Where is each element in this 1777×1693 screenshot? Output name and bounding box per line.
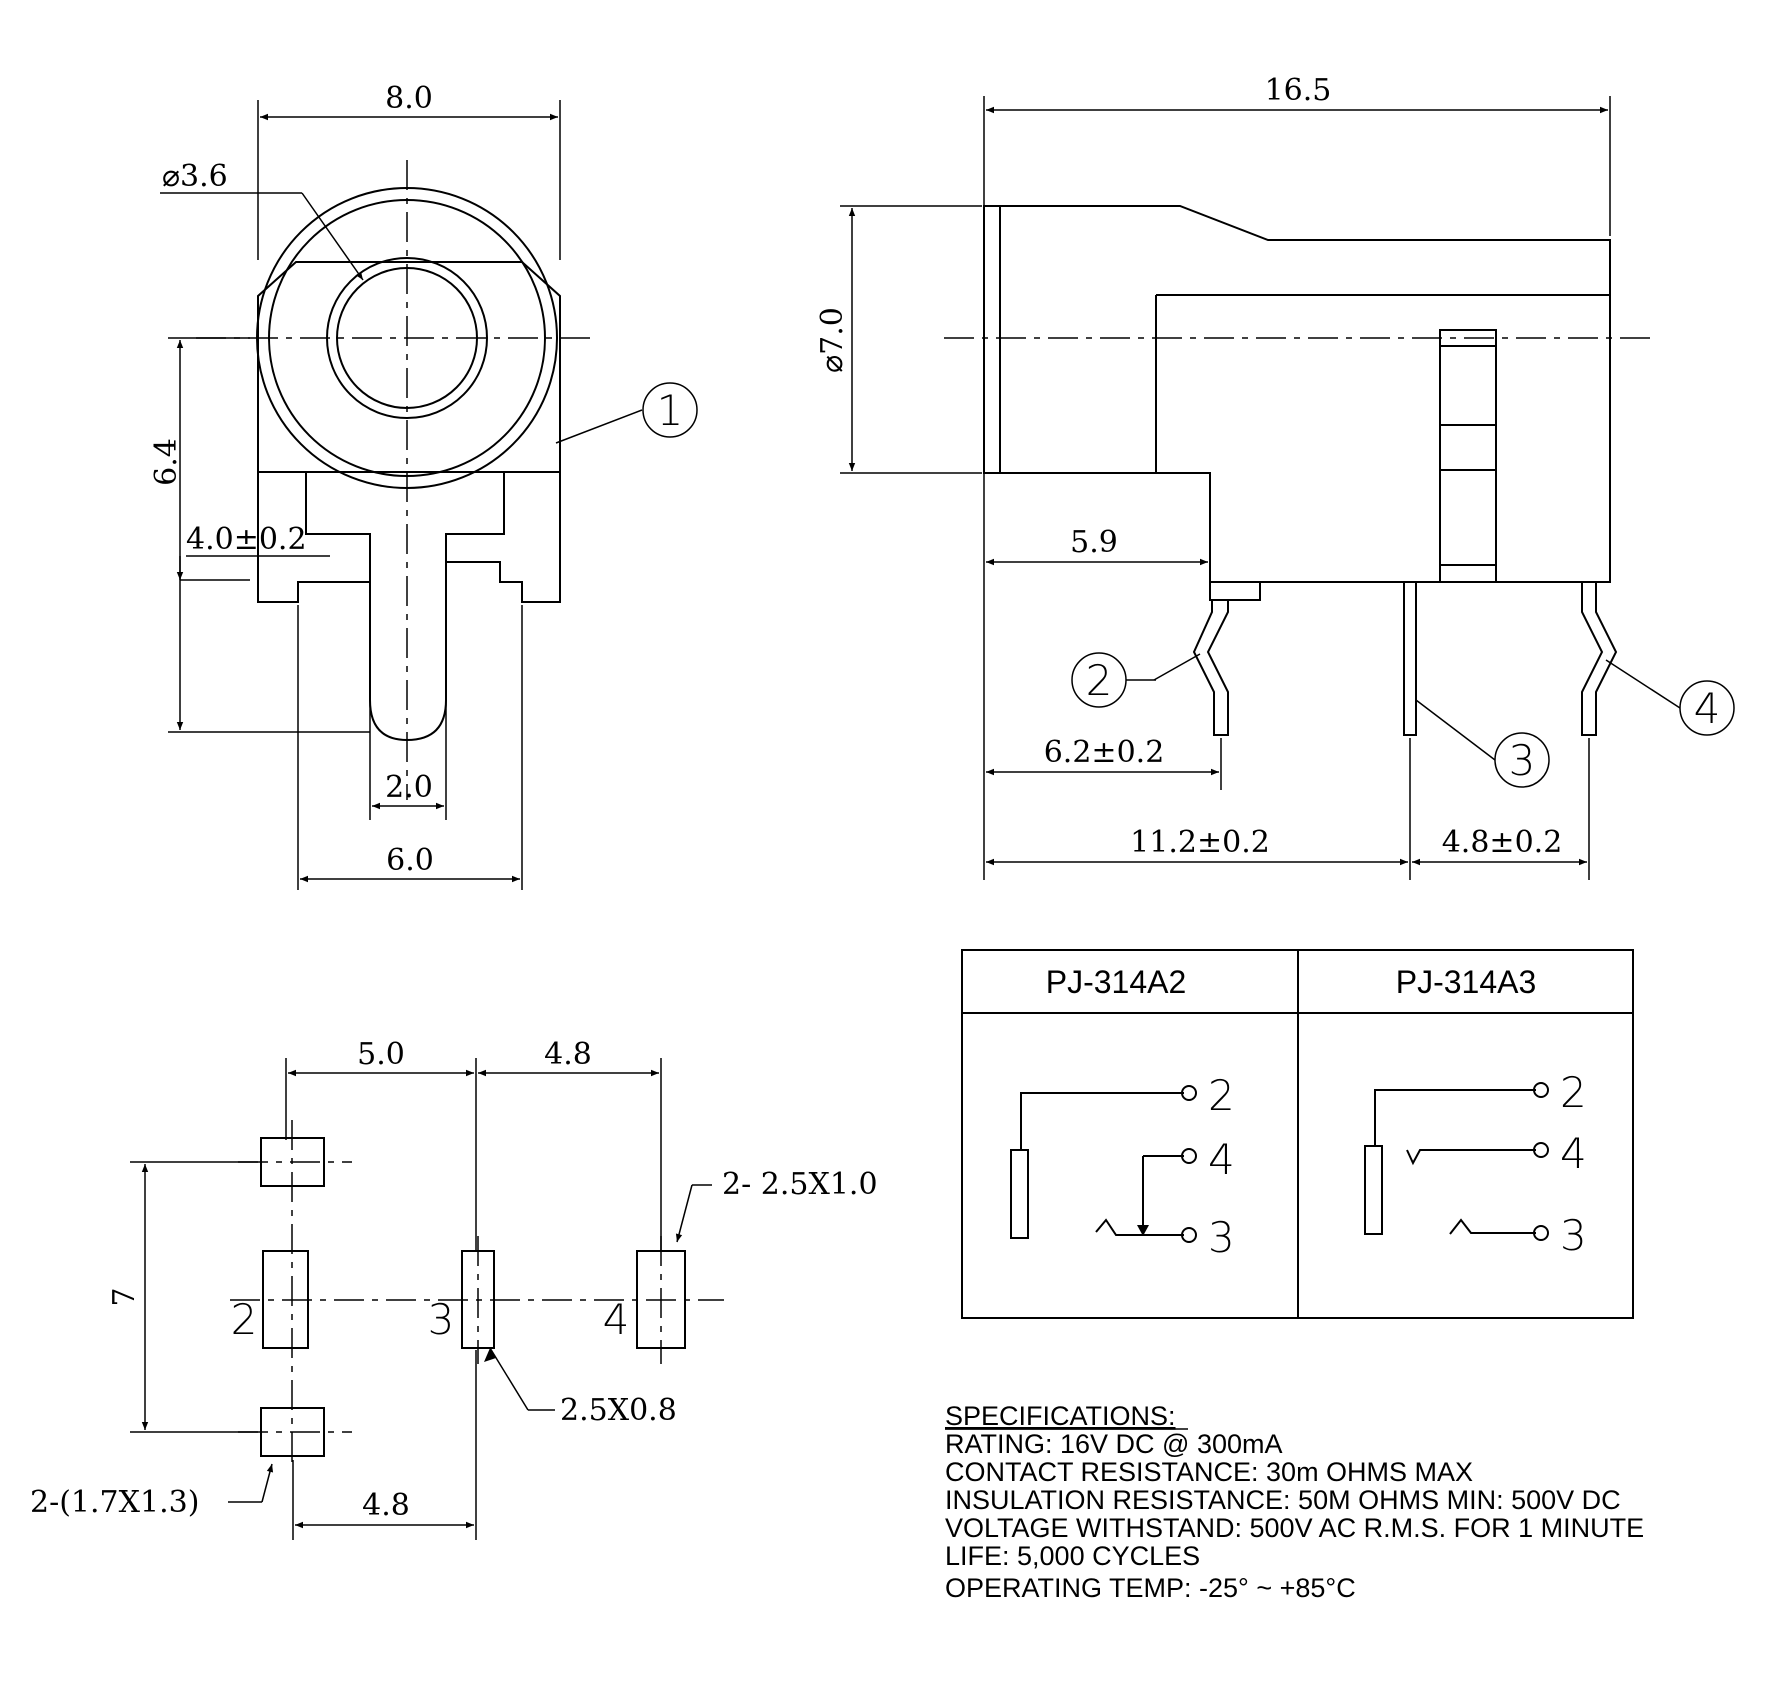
table-col-pj-314a3: PJ-314A3 [1396,964,1537,1000]
callout-4: 4 [1694,684,1721,733]
dim-7: 7 [107,1287,142,1306]
spec-life: LIFE: 5,000 CYCLES [945,1541,1200,1571]
a3-pin-2: 2 [1560,1068,1587,1117]
footprint-pin-3: 3 [428,1295,455,1344]
dim-4-8-top: 4.8 [544,1037,592,1072]
dim-4-8-bottom: 4.8 [362,1488,410,1523]
dim-2-0: 2.0 [385,770,433,805]
table-col-pj-314a2: PJ-314A2 [1046,964,1187,1000]
footprint-pin-4: 4 [603,1295,630,1344]
dim-4-8-side: 4.8±0.2 [1442,825,1563,860]
dim-8-0: 8.0 [385,81,433,116]
dim-5-0: 5.0 [357,1037,405,1072]
specifications: SPECIFICATIONS: RATING: 16V DC @ 300mA C… [945,1401,1644,1603]
a2-pin-2: 2 [1208,1071,1235,1120]
side-terminal-block [1439,329,1497,583]
dim-11-2: 11.2±0.2 [1130,825,1270,860]
dim-6-2: 6.2±0.2 [1044,735,1165,770]
dim-4-0: 4.0±0.2 [186,522,307,557]
a3-pin-3: 3 [1560,1211,1587,1260]
callout-1-circle [642,382,698,438]
pcb-footprint: 5.0 4.8 7 4.8 2- 2.5X1.0 2.5X0.8 2-(1.7X… [30,1037,878,1540]
footprint-pin-2: 2 [231,1295,258,1344]
pad-label-1-7x1-3: 2-(1.7X1.3) [30,1485,199,1520]
side-pin-3 [1403,581,1417,736]
callout-2: 2 [1086,656,1113,705]
pad-label-2-5x0-8: 2.5X0.8 [560,1393,677,1428]
dim-16-5: 16.5 [1265,73,1332,108]
pad-label-2-5x1-0: 2- 2.5X1.0 [722,1167,878,1202]
a2-pin-4: 4 [1208,1135,1235,1184]
side-body [1000,205,1611,583]
front-center-pin [369,534,447,742]
dim-bore-3-6: ⌀3.6 [162,159,228,194]
spec-rating: RATING: 16V DC @ 300mA [945,1429,1283,1459]
schematic-a2: 2 4 3 [1010,1071,1235,1262]
side-view: 16.5 ⌀7.0 5.9 6.2±0.2 11.2±0.2 4.8±0.2 2… [815,73,1735,880]
dim-6-4: 6.4 [149,438,184,486]
front-view: 8.0 ⌀3.6 1 6.4 4.0±0.2 2.0 6.0 [149,81,698,890]
spec-insulation-resistance: INSULATION RESISTANCE: 50M OHMS MIN: 500… [945,1485,1621,1515]
callout-4-circle [1679,680,1735,736]
callout-3: 3 [1509,736,1536,785]
front-lower-block [257,472,561,603]
dim-5-9: 5.9 [1070,525,1118,560]
dim-dia-7-0: ⌀7.0 [815,307,850,373]
front-body-outline [257,261,561,473]
schematic-table: PJ-314A2 PJ-314A3 2 4 3 2 4 [961,949,1634,1319]
spec-heading: SPECIFICATIONS: [945,1401,1176,1431]
callout-3-circle [1494,732,1550,788]
spec-voltage-withstand: VOLTAGE WITHSTAND: 500V AC R.M.S. FOR 1 … [945,1513,1644,1543]
spec-contact-resistance: CONTACT RESISTANCE: 30m OHMS MAX [945,1457,1473,1487]
spec-operating-temp: OPERATING TEMP: -25° ~ +85°C [945,1573,1356,1603]
dim-6-0: 6.0 [386,843,434,878]
side-pin-2 [1192,582,1261,736]
a3-pin-4: 4 [1560,1129,1587,1178]
side-pin-4 [1581,582,1618,736]
schematic-a3: 2 4 3 [1364,1068,1587,1260]
callout-1: 1 [657,386,684,435]
a2-pin-3: 3 [1208,1213,1235,1262]
side-flange [983,205,1001,474]
